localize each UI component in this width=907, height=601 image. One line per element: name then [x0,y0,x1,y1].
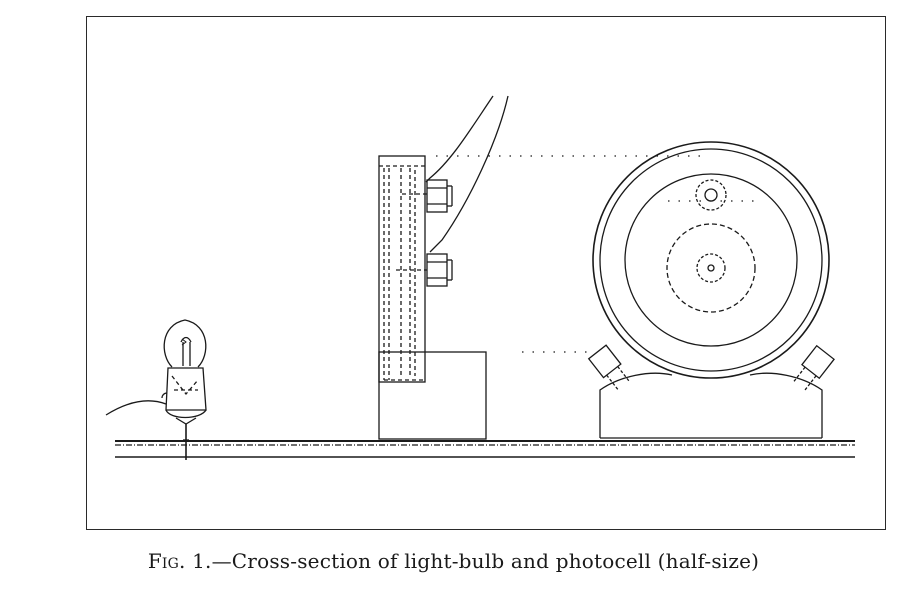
photocell [587,141,835,439]
optical-axis-dots [436,155,760,353]
figure-caption-text: —Cross-section of light-bulb and photoce… [211,549,760,573]
figure-frame [86,16,886,530]
figure-label: Fig. 1. [147,549,212,573]
bulb-holder [165,367,207,411]
bulb-glass [163,319,207,368]
baseboard [115,440,855,458]
light-bulb-assembly [105,319,207,460]
figure-caption: Fig. 1.—Cross-section of light-bulb and … [0,549,907,573]
support-bracket [378,95,509,440]
